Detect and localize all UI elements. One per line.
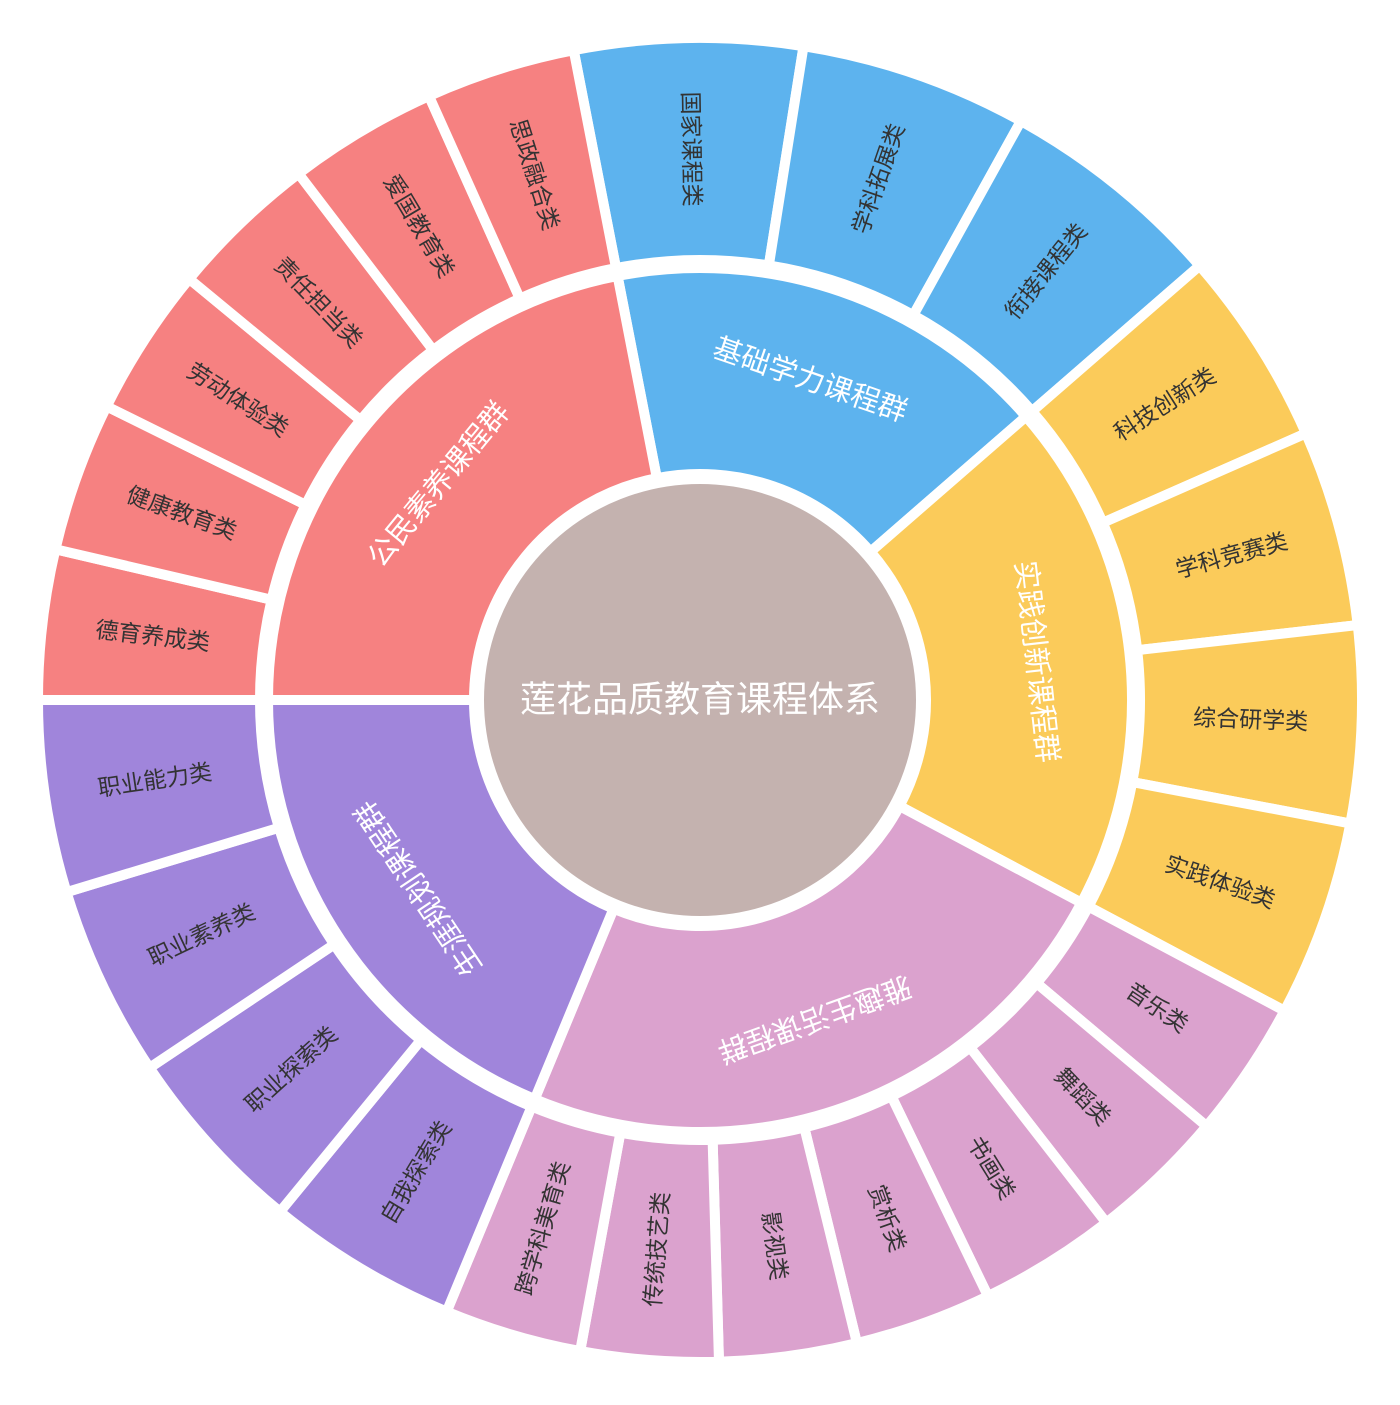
group-segment-0[interactable] xyxy=(612,263,1032,557)
group-segment-2[interactable] xyxy=(529,801,1087,1137)
center-disc[interactable] xyxy=(476,476,924,924)
group-segment-3[interactable] xyxy=(263,695,619,1105)
center-label: 莲花品质教育课程体系 xyxy=(520,680,880,721)
category-label: 国家课程类 xyxy=(676,91,704,206)
group-segment-1[interactable] xyxy=(865,411,1137,908)
segments-layer xyxy=(33,33,1367,1368)
category-segment[interactable] xyxy=(423,45,622,304)
category-label: 综合研学类 xyxy=(1193,705,1309,735)
group-segment-4[interactable] xyxy=(263,270,662,705)
